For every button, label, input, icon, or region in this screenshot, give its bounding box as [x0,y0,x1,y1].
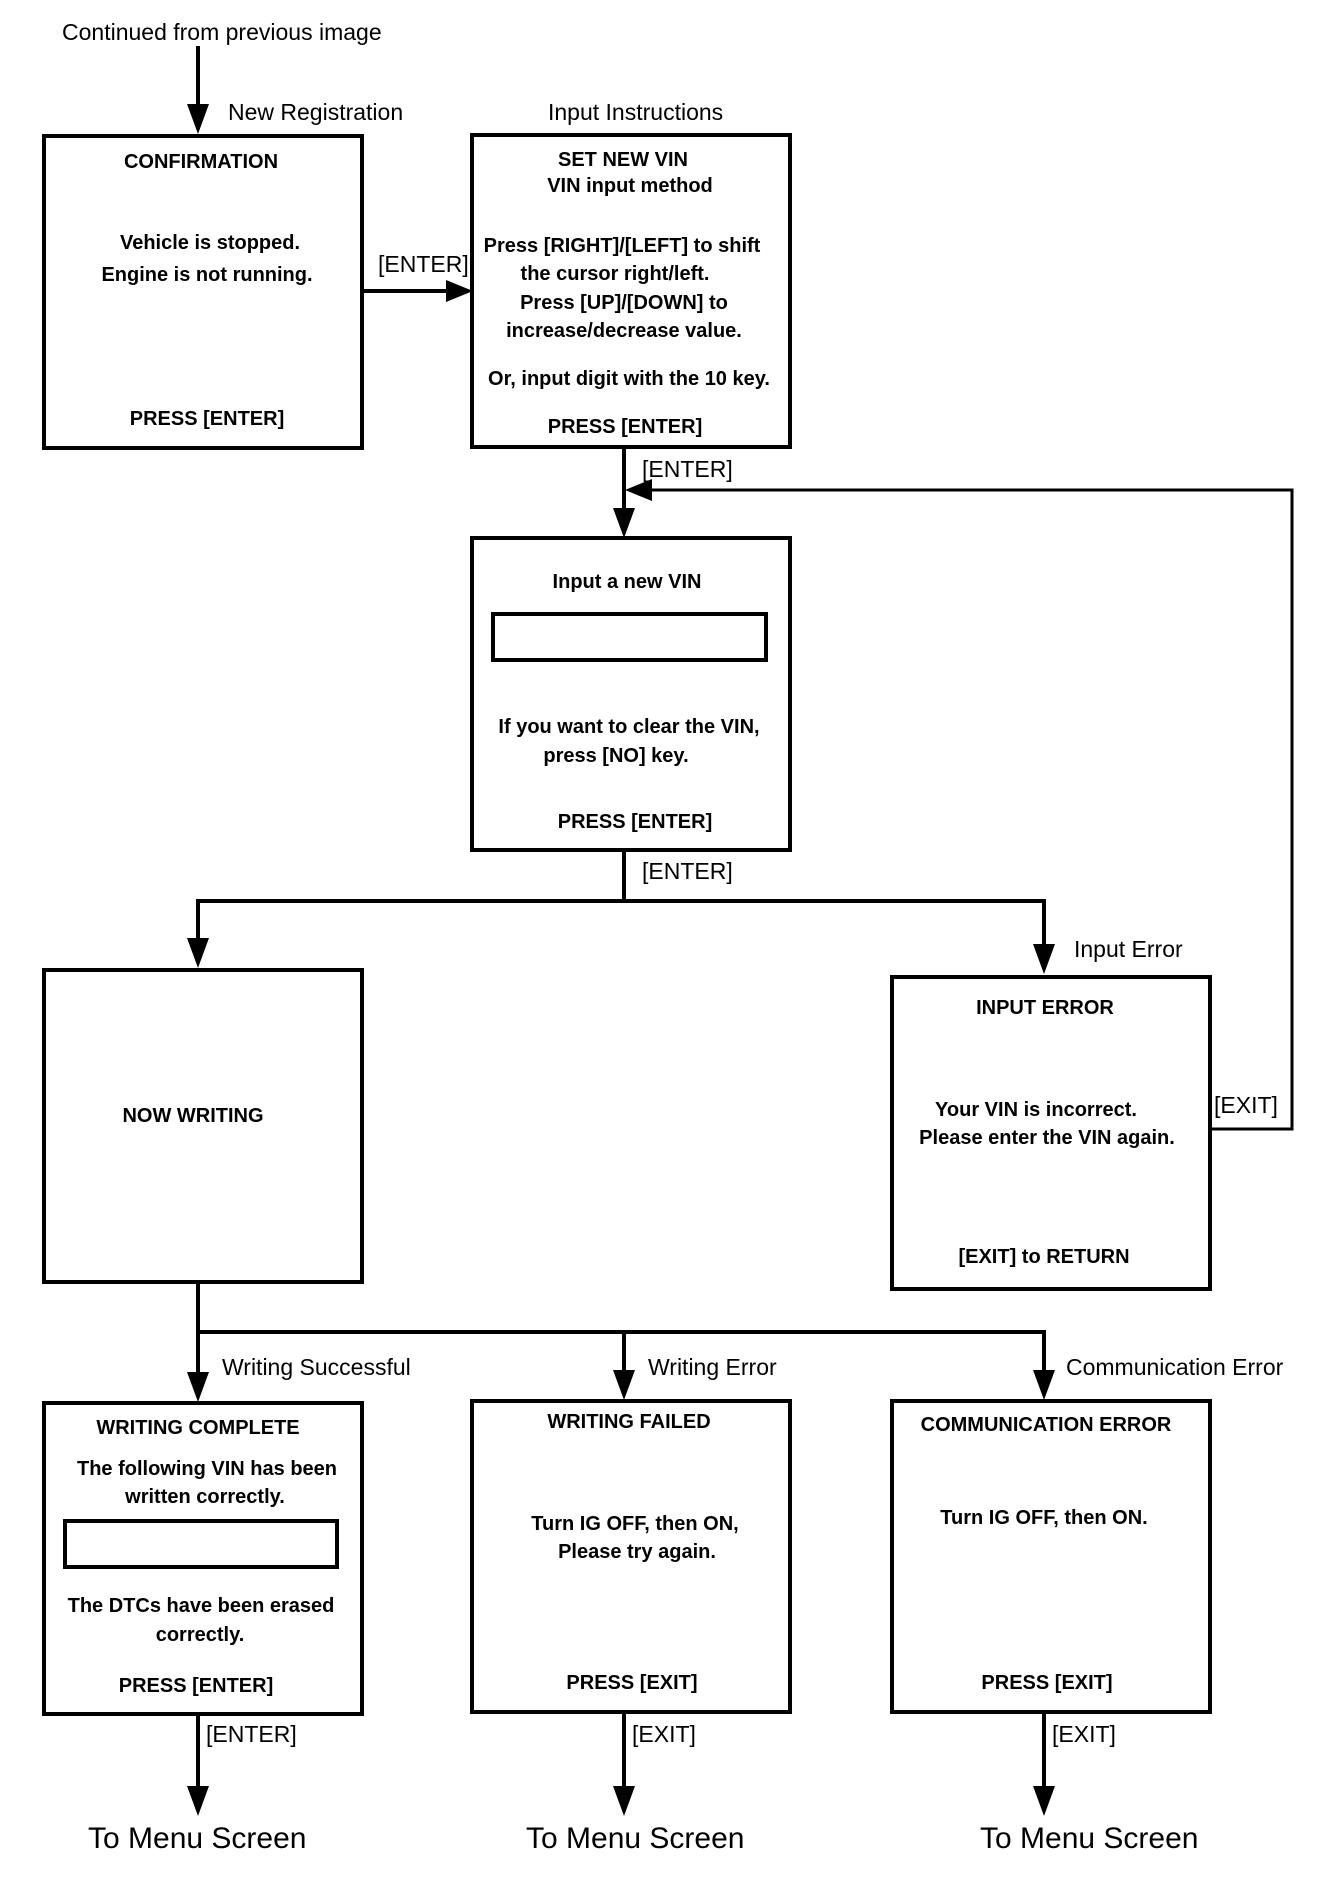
confirmation-footer: PRESS [ENTER] [130,408,284,430]
confirmation-title: CONFIRMATION [124,151,278,173]
enter-key-label: [ENTER] [642,858,733,884]
writing-failed-line: Turn IG OFF, then ON, [531,1513,738,1535]
communication-error-frame [890,1399,1212,1714]
writing-complete-footer: PRESS [ENTER] [119,1675,273,1697]
input-vin-line: If you want to clear the VIN, [498,716,759,738]
writing-failed-box: WRITING FAILED Turn IG OFF, then ON, Ple… [470,1399,792,1714]
communication-error-line: Turn IG OFF, then ON. [940,1507,1147,1529]
communication-error-label: Communication Error [1066,1354,1284,1380]
vin-input-field [491,612,768,662]
input-vin-box: Input a new VIN If you want to clear the… [470,536,792,852]
confirmation-line: Engine is not running. [101,264,312,286]
menu-screen-label: To Menu Screen [526,1822,744,1855]
writing-complete-line: The DTCs have been erased [68,1595,335,1617]
writing-failed-title: WRITING FAILED [547,1411,710,1433]
written-vin-display [63,1519,339,1569]
now-writing-title: NOW WRITING [122,1105,263,1127]
writing-failed-line: Please try again. [558,1541,716,1563]
set-new-vin-line: Press [UP]/[DOWN] to [520,292,728,314]
confirmation-line: Vehicle is stopped. [120,232,300,254]
enter-key-label: [ENTER] [378,251,469,277]
exit-key-label: [EXIT] [632,1721,696,1747]
writing-error-label: Writing Error [648,1354,777,1380]
confirmation-frame [42,134,364,450]
input-error-line: Your VIN is incorrect. [935,1099,1137,1121]
set-new-vin-line: increase/decrease value. [506,320,742,342]
input-vin-footer: PRESS [ENTER] [558,811,712,833]
set-new-vin-line: the cursor right/left. [521,263,710,285]
writing-successful-label: Writing Successful [222,1354,411,1380]
input-vin-line: press [NO] key. [543,745,688,767]
confirmation-box: CONFIRMATION Vehicle is stopped. Engine … [42,134,364,450]
set-new-vin-box: SET NEW VIN VIN input method Press [RIGH… [470,133,792,449]
writing-complete-title: WRITING COMPLETE [96,1417,299,1439]
menu-3-arrowhead [1033,1786,1055,1816]
input-error-line: Please enter the VIN again. [919,1127,1175,1149]
enter-key-label: [ENTER] [642,456,733,482]
set-new-vin-line: Press [RIGHT]/[LEFT] to shift [484,235,761,257]
writing-failed-footer: PRESS [EXIT] [566,1672,697,1694]
communication-error-box: COMMUNICATION ERROR Turn IG OFF, then ON… [890,1399,1212,1714]
input-vin-frame [470,536,792,852]
now-writing-box: NOW WRITING [42,968,364,1284]
set-new-vin-title: SET NEW VIN [558,149,688,171]
flow-labels: Continued from previous image New Regist… [62,19,1284,1855]
communication-error-title: COMMUNICATION ERROR [921,1414,1172,1436]
writing-complete-box: WRITING COMPLETE The following VIN has b… [42,1401,364,1716]
now-writing-arrowhead [187,938,209,968]
input-error-title: INPUT ERROR [976,997,1114,1019]
enter-key-label: [ENTER] [206,1721,297,1747]
menu-2-arrowhead [613,1786,635,1816]
set-new-vin-frame [470,133,792,449]
exit-key-label: [EXIT] [1052,1721,1116,1747]
exit-loop-connector [640,488,1294,1131]
input-instructions-label: Input Instructions [548,99,723,125]
failed-arrowhead [613,1370,635,1400]
writing-complete-line: correctly. [156,1624,245,1646]
input-vin-title: Input a new VIN [553,571,702,593]
input-error-box: INPUT ERROR Your VIN is incorrect. Pleas… [890,975,1212,1291]
input-error-footer: [EXIT] to RETURN [958,1246,1129,1268]
complete-arrowhead [187,1372,209,1402]
set-new-vin-footer: PRESS [ENTER] [548,416,702,438]
input-error-arrowhead [1033,944,1055,974]
menu-1-arrowhead [187,1786,209,1816]
communication-error-footer: PRESS [EXIT] [981,1672,1112,1694]
new-registration-label: New Registration [228,99,403,125]
set-new-vin-subtitle: VIN input method [547,175,713,197]
entry-arrowhead [187,104,209,134]
menu-screen-label: To Menu Screen [88,1822,306,1855]
writing-complete-line: written correctly. [124,1486,285,1508]
continued-label: Continued from previous image [62,19,382,45]
menu-screen-label: To Menu Screen [980,1822,1198,1855]
comm-error-arrowhead [1033,1370,1055,1400]
set-new-vin-line: Or, input digit with the 10 key. [488,368,770,390]
setvin-to-input-arrowhead [613,508,635,538]
exit-key-label: [EXIT] [1214,1092,1278,1118]
input-error-frame [890,975,1212,1291]
writing-failed-frame [470,1399,792,1714]
exit-loop-arrowhead [625,479,652,501]
connectors [187,46,1294,1816]
input-error-label: Input Error [1074,936,1183,962]
writing-complete-line: The following VIN has been [77,1458,337,1480]
now-writing-frame [42,968,364,1284]
confirmation-to-setvin-arrowhead [446,280,473,302]
